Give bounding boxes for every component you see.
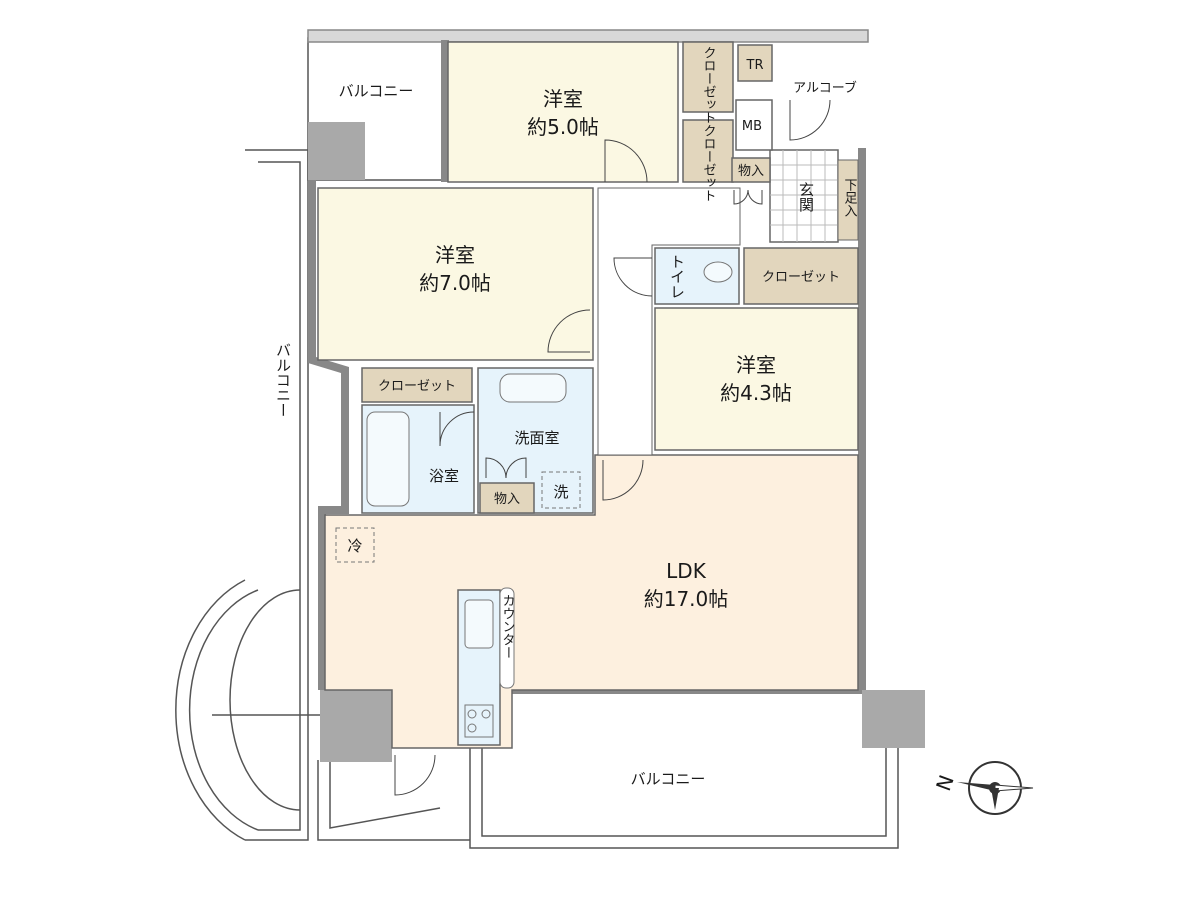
mb-box	[735, 99, 773, 151]
balcony-bottom-label: バルコニー	[631, 770, 706, 788]
wash-basin	[499, 373, 567, 403]
closet-b-label: クローゼット	[762, 270, 840, 285]
sink-icon	[464, 599, 494, 649]
closet-a-label: クローゼット	[378, 379, 456, 394]
western-5-name: 洋室	[543, 87, 583, 111]
washer-space	[541, 471, 581, 509]
alcove-label: アルコーブ	[793, 80, 857, 96]
closet-small-2-label: クローゼット	[701, 124, 717, 202]
mb-label: MB	[742, 119, 762, 134]
closet-small-1	[682, 41, 734, 113]
toilet-bowl	[703, 261, 733, 283]
closet-a	[361, 367, 473, 403]
stove-icon	[464, 704, 494, 738]
room-western-7	[317, 187, 594, 361]
ldk-size: 約17.0帖	[644, 587, 729, 611]
entrance-tiles	[770, 150, 838, 242]
tr-label: TR	[746, 58, 764, 73]
washer-label: 洗	[553, 483, 568, 501]
washroom-label: 洗面室	[514, 429, 559, 447]
bath-label: 浴室	[429, 467, 459, 485]
room-western-5	[447, 41, 679, 183]
closet-b	[743, 247, 859, 305]
closet-small-1-label: クローゼット	[701, 46, 717, 124]
western-7-name: 洋室	[435, 243, 475, 267]
storage-2	[479, 482, 535, 514]
doors	[394, 99, 831, 796]
western-5-size: 約5.0帖	[527, 115, 599, 139]
ldk-name: LDK	[666, 559, 707, 583]
western-43-size: 約4.3帖	[720, 381, 792, 405]
entrance-label: 玄関	[797, 182, 815, 213]
storage-1-label: 物入	[738, 164, 764, 179]
tr-box	[737, 44, 773, 82]
counter-label: カウンター	[500, 594, 515, 659]
pillars	[308, 122, 925, 762]
storage-1	[731, 157, 771, 183]
fridge-space	[335, 527, 375, 563]
balcony-outlines	[175, 29, 899, 849]
toilet-label: トイレ	[668, 254, 686, 299]
counter-bar	[499, 587, 515, 689]
balcony-left-label: バルコニー	[274, 343, 292, 418]
compass-icon	[957, 761, 1034, 815]
shoe-storage-label: 下足入	[842, 178, 858, 217]
hallway	[597, 187, 741, 456]
fridge-label: 冷	[347, 537, 362, 555]
bathtub	[366, 411, 410, 507]
storage-2-label: 物入	[494, 492, 520, 507]
western-43-name: 洋室	[736, 353, 776, 377]
balcony-top-label: バルコニー	[339, 82, 414, 100]
western-7-size: 約7.0帖	[419, 271, 491, 295]
compass-label: N	[931, 772, 959, 794]
shoe-storage	[837, 159, 859, 241]
room-toilet	[654, 247, 740, 305]
room-western-4-3	[654, 307, 859, 451]
closet-small-2	[682, 119, 734, 183]
